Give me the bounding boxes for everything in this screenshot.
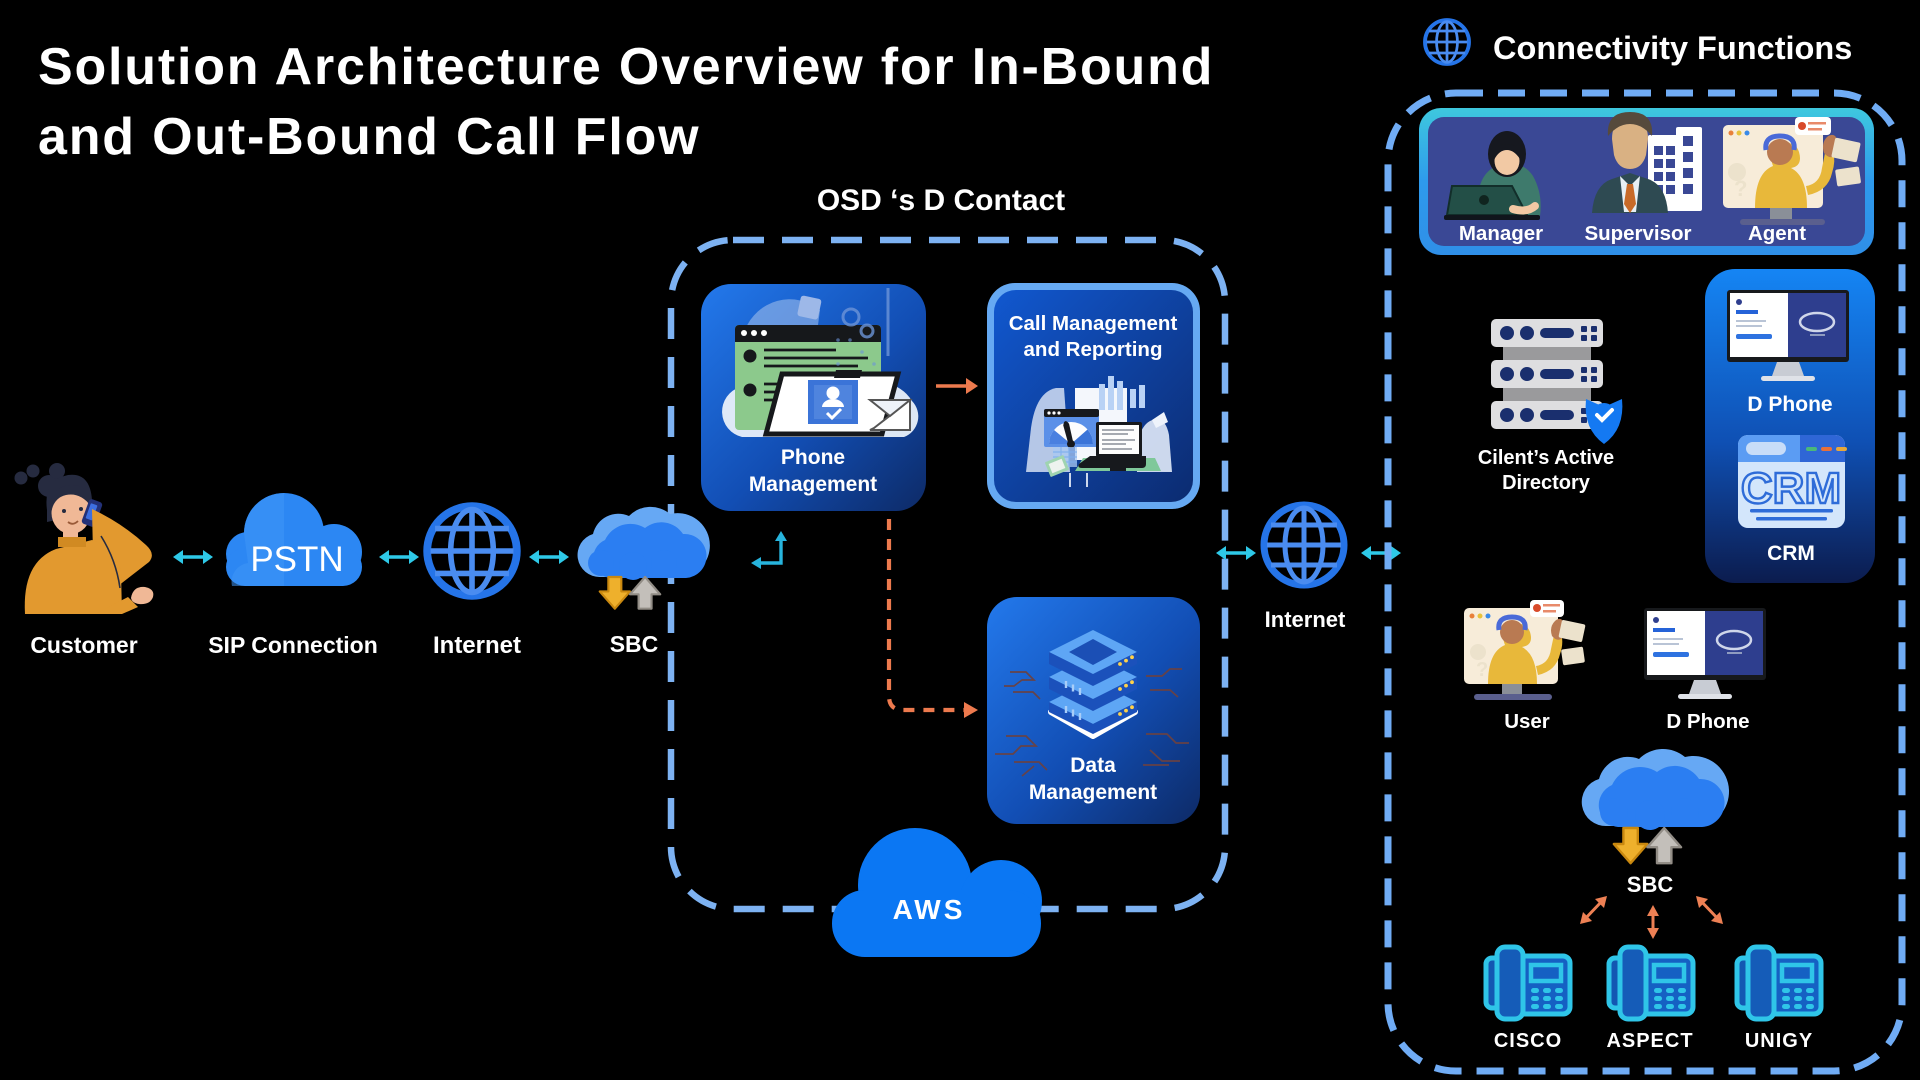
svg-text:PSTN: PSTN	[250, 540, 343, 579]
svg-text:OSD ‘s D Contact: OSD ‘s D Contact	[817, 184, 1065, 217]
svg-text:?: ?	[1734, 176, 1747, 201]
svg-text:and Reporting: and Reporting	[1024, 338, 1163, 361]
svg-text:Data: Data	[1070, 754, 1116, 777]
svg-text:UNIGY: UNIGY	[1745, 1030, 1813, 1052]
svg-text:Management: Management	[1029, 781, 1157, 804]
svg-text:SIP Connection: SIP Connection	[208, 632, 378, 658]
svg-text:Supervisor: Supervisor	[1584, 222, 1691, 245]
svg-text:CISCO: CISCO	[1494, 1030, 1562, 1052]
svg-text:?: ?	[1476, 659, 1488, 681]
svg-text:Manager: Manager	[1459, 222, 1543, 245]
svg-text:Internet: Internet	[1265, 607, 1346, 632]
svg-text:SBC: SBC	[1627, 872, 1674, 897]
svg-text:Management: Management	[749, 473, 877, 496]
svg-text:D Phone: D Phone	[1747, 393, 1832, 416]
svg-text:Directory: Directory	[1502, 472, 1591, 494]
svg-text:Agent: Agent	[1748, 222, 1806, 245]
svg-text:Solution Architecture Overview: Solution Architecture Overview for In-Bo…	[38, 38, 1214, 96]
svg-text:Cilent’s Active: Cilent’s Active	[1478, 447, 1614, 469]
svg-text:D Phone: D Phone	[1666, 710, 1749, 733]
svg-text:Call Management: Call Management	[1009, 312, 1178, 335]
svg-text:ASPECT: ASPECT	[1606, 1030, 1693, 1052]
svg-text:CRM: CRM	[1741, 464, 1841, 513]
svg-text:User: User	[1504, 710, 1550, 733]
svg-text:Customer: Customer	[30, 632, 137, 658]
svg-text:AWS: AWS	[893, 894, 966, 925]
svg-text:CRM: CRM	[1767, 542, 1815, 565]
svg-text:SBC: SBC	[610, 631, 659, 657]
svg-text:Phone: Phone	[781, 446, 845, 469]
svg-text:Internet: Internet	[433, 632, 521, 659]
svg-text:Connectivity Functions: Connectivity Functions	[1493, 30, 1852, 66]
svg-text:and Out-Bound Call Flow: and Out-Bound Call Flow	[38, 108, 700, 166]
